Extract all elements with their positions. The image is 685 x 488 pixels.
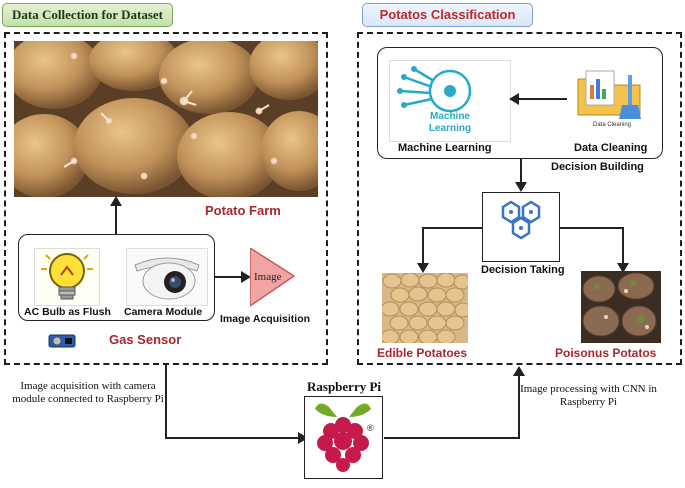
data-cleaning-icon-text: Data Cleaning <box>592 122 632 128</box>
arrow-head-up-icon <box>513 366 525 376</box>
decision-taking-label: Decision Taking <box>481 264 565 276</box>
arrow-head-down-icon <box>617 263 629 273</box>
branch-right-h <box>560 227 623 229</box>
poisonous-potatoes-photo <box>581 271 661 343</box>
image-block-triangle <box>250 248 296 307</box>
section-title-classification: Potatos Classification <box>362 3 533 27</box>
potato-farm-label: Potato Farm <box>205 203 281 218</box>
branch-left-v <box>422 227 424 265</box>
gas-sensor-module-icon <box>48 334 76 348</box>
ml-icon-text-line2: Learning <box>428 123 472 134</box>
connector-left-h <box>165 437 300 439</box>
registered-mark: ® <box>367 423 374 433</box>
light-bulb-icon <box>41 253 93 300</box>
arrow-head-right-icon <box>298 432 308 444</box>
classification-panel <box>357 32 682 365</box>
edible-potatoes-photo <box>382 273 468 343</box>
edible-potatoes-label: Edible Potatoes <box>377 346 468 360</box>
bulb-image <box>34 248 100 306</box>
arrow-to-image <box>215 276 243 278</box>
bulb-label: AC Bulb as Flush <box>24 306 111 318</box>
arrow-to-decision <box>520 159 522 183</box>
camera-label: Camera Module <box>124 306 203 318</box>
decision-taking-box <box>482 192 560 262</box>
branch-right-v <box>622 227 624 265</box>
data-cleaning-label: Data Cleaning <box>574 142 648 154</box>
ml-icon-text: Machine Learning <box>390 111 510 135</box>
section-title-data-collection: Data Collection for Dataset <box>2 3 173 27</box>
connector-right-h <box>384 437 519 439</box>
image-acquisition-label: Image Acquisition <box>220 313 311 325</box>
arrow-head-right-icon <box>241 271 251 283</box>
right-note: Image processing with CNN in Raspberry P… <box>520 383 657 408</box>
decision-building-label: Decision Building <box>551 161 644 173</box>
arrow-head-left-icon <box>509 93 519 105</box>
machine-learning-label: Machine Learning <box>398 142 492 154</box>
camera-icon <box>134 257 200 300</box>
data-collection-panel <box>4 32 328 365</box>
ml-icon-text-line1: Machine <box>429 111 470 122</box>
arrow-head-down-icon <box>515 182 527 192</box>
raspberry-pi-label: Raspberry Pi <box>307 379 382 394</box>
gas-sensor-label: Gas Sensor <box>109 332 182 347</box>
raspberry-pi-logo-icon <box>315 403 371 472</box>
poisonous-potatoes-label: Poisonus Potatos <box>555 346 657 360</box>
raspberry-pi-box: ® <box>304 396 383 479</box>
data-cleaning-image: Data Cleaning <box>572 67 652 139</box>
arrow-head-down-icon <box>417 263 429 273</box>
data-cleaning-icon <box>577 70 641 119</box>
image-block-label: Image <box>254 271 282 283</box>
camera-image <box>126 248 208 306</box>
connector-right-v <box>518 374 520 439</box>
arrow-to-farm <box>115 205 117 234</box>
left-note: Image acquisition with camera module con… <box>12 380 164 405</box>
ml-image: Machine Learning <box>389 60 511 142</box>
branch-left-h <box>423 227 482 229</box>
decision-hexagon-icon <box>501 200 541 240</box>
potato-farm-photo <box>14 41 318 197</box>
arrow-head-up-icon <box>110 196 122 206</box>
connector-left-v <box>165 365 167 438</box>
arrow-cleaning-to-ml <box>517 98 567 100</box>
machine-learning-icon <box>397 66 472 113</box>
